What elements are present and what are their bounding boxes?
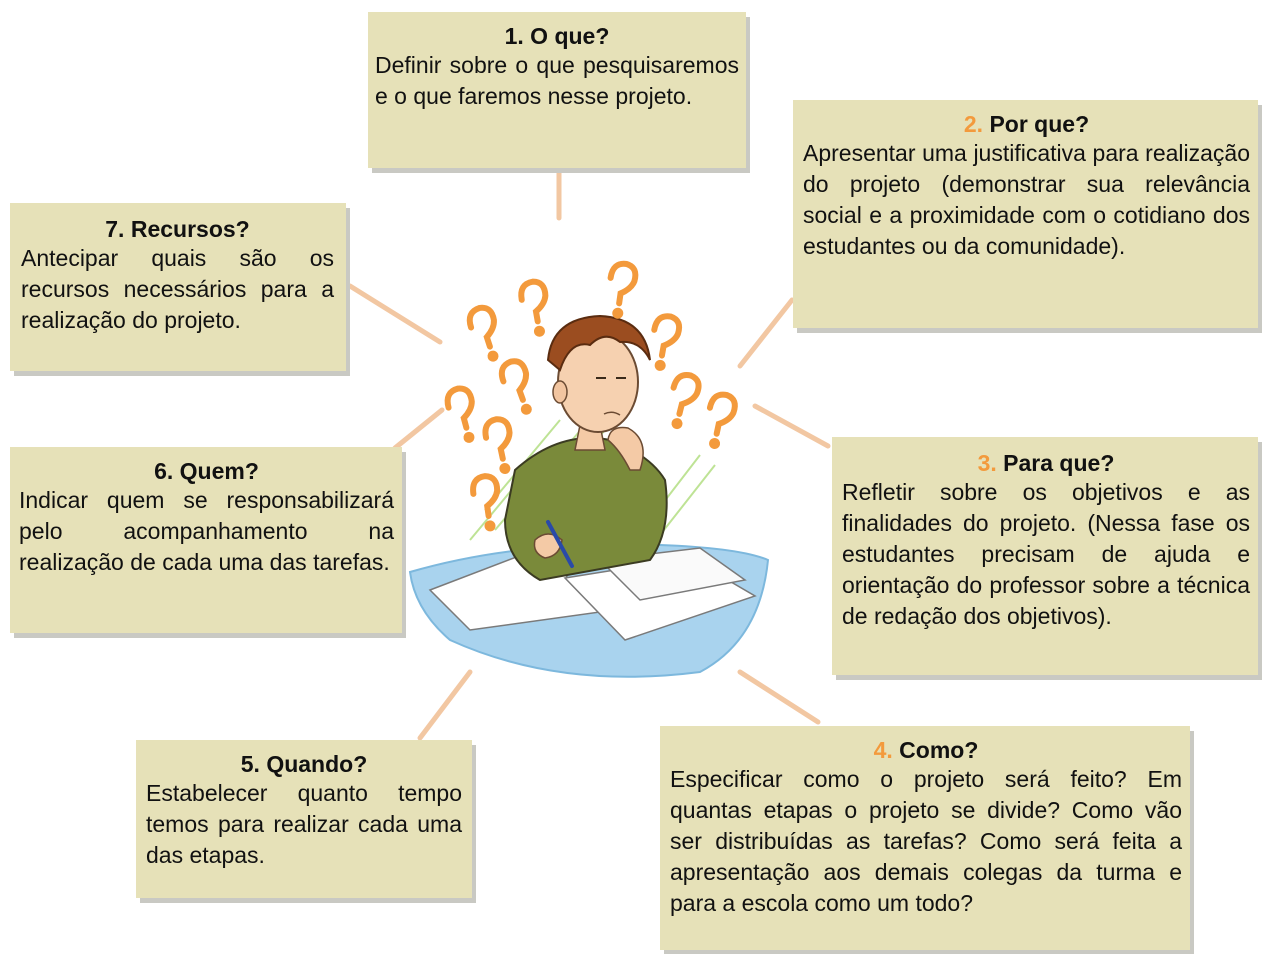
box-when: 5. Quando? Estabelecer quanto tempo temo…: [136, 740, 472, 898]
question-mark-icon: [470, 473, 501, 532]
box-title: 5. Quando?: [240, 751, 368, 777]
question-mark-icon: [498, 358, 532, 415]
box-description: Especificar como o projeto será feito? E…: [670, 766, 1182, 916]
box-purpose: 3. Para que? Refletir sobre os objetivos…: [832, 437, 1258, 675]
connector-how: [737, 669, 821, 725]
box-why: 2. Por que? Apresentar uma justificativa…: [793, 100, 1258, 328]
box-title: 2. Por que?: [963, 111, 1090, 137]
question-mark-icon: [444, 385, 475, 443]
connector-purpose: [752, 403, 831, 449]
box-description: Definir sobre o que pesquisaremos e o qu…: [375, 52, 739, 109]
question-mark-icon: [607, 260, 639, 319]
box-title: 7. Recursos?: [105, 216, 250, 242]
connector-lines: [347, 165, 831, 741]
connector-when: [417, 669, 473, 741]
connector-resources: [347, 283, 443, 345]
box-description: Apresentar uma justificativa para realiz…: [803, 140, 1250, 259]
question-mark-icon-group: [444, 260, 738, 532]
question-mark-icon: [482, 416, 513, 475]
box-how: 4. Como? Especificar como o projeto será…: [660, 726, 1190, 950]
connector-who: [392, 407, 445, 451]
box-resources: 7. Recursos? Antecipar quais são os recu…: [10, 203, 346, 371]
box-title: 3. Para que?: [977, 450, 1115, 476]
box-what: 1. O que? Definir sobre o que pesquisare…: [368, 12, 746, 168]
box-description: Estabelecer quanto tempo temos para real…: [146, 780, 462, 868]
thinking-student-icon: [503, 314, 668, 582]
question-mark-icon: [466, 304, 499, 362]
box-title: 4. Como?: [873, 737, 979, 763]
box-description: Indicar quem se responsabilizará pelo ac…: [19, 487, 394, 575]
box-title: 6. Quem?: [154, 458, 259, 484]
pen-icon: [546, 520, 574, 568]
connector-why: [737, 297, 795, 369]
box-description: Antecipar quais são os recursos necessár…: [21, 245, 334, 333]
question-mark-icon: [670, 372, 702, 430]
box-description: Refletir sobre os objetivos e as finalid…: [842, 479, 1250, 629]
box-who: 6. Quem? Indicar quem se responsabilizar…: [10, 447, 402, 633]
question-mark-icon: [651, 313, 683, 371]
question-mark-icon: [518, 278, 549, 337]
box-title: 1. O que?: [504, 23, 610, 49]
question-mark-icon: [706, 391, 738, 450]
